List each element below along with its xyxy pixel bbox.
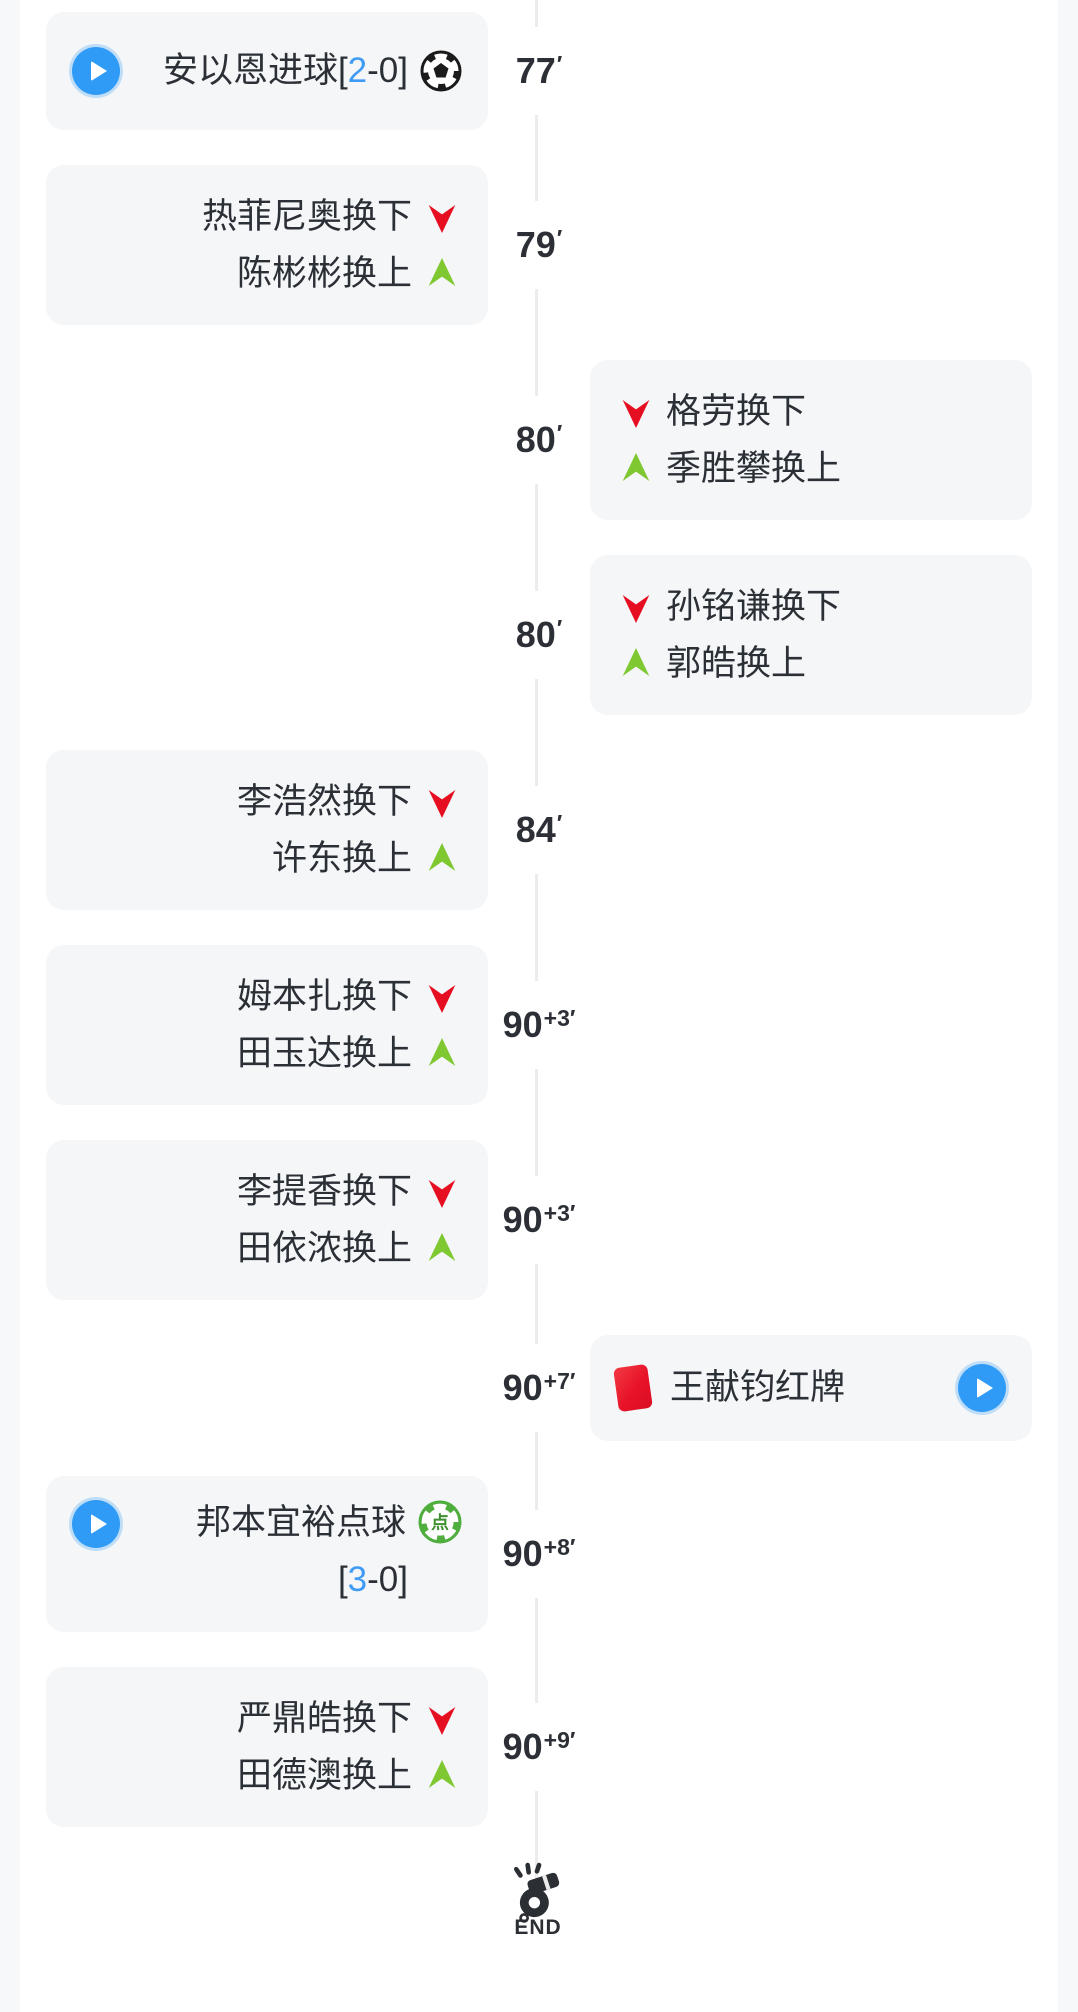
penalty-score: [3-0]: [337, 1560, 408, 1599]
play-icon: [976, 1378, 993, 1398]
arrow-up-icon: [428, 1232, 456, 1261]
player-out-label: 李提香换下: [236, 1172, 412, 1211]
player-in-label: 田依浓换上: [236, 1229, 412, 1268]
event-row-redcard-90p7: 90+7′ 王献钧红牌: [0, 1335, 1078, 1441]
event-row-sub-90p9: 严鼎皓换下 田德澳换上 90+9′: [0, 1667, 1078, 1827]
substitution-card: 严鼎皓换下 田德澳换上: [46, 1667, 488, 1827]
arrow-down-icon: [428, 1179, 456, 1208]
match-end-marker: END: [485, 1862, 591, 1940]
player-in-label: 郭皓换上: [666, 644, 807, 683]
event-row-sub-80b: 80′ 孙铭谦换下 郭皓换上: [0, 555, 1078, 715]
penalty-text: 邦本宜裕点球: [195, 1502, 406, 1542]
red-card-text: 王献钧红牌: [670, 1367, 846, 1407]
substitution-card: 孙铭谦换下 郭皓换上: [590, 555, 1032, 715]
play-icon: [90, 1514, 107, 1534]
left-edge-band: [0, 0, 20, 2012]
time-badge: 77′: [509, 27, 569, 115]
player-in-label: 田德澳换上: [236, 1756, 412, 1795]
goal-event-card: 安以恩进球[2-0]: [46, 12, 488, 130]
arrow-up-icon: [428, 1759, 456, 1788]
arrow-down-icon: [622, 399, 650, 428]
play-button[interactable]: [72, 47, 120, 95]
soccer-ball-icon: [420, 50, 462, 92]
event-row-sub-90p3a: 姆本扎换下 田玉达换上 90+3′: [0, 945, 1078, 1105]
end-label: END: [514, 1916, 562, 1939]
arrow-up-icon: [622, 452, 650, 481]
player-in-label: 季胜攀换上: [666, 449, 842, 488]
arrow-up-icon: [428, 842, 456, 871]
time-badge: 90+3′: [496, 1176, 582, 1264]
arrow-up-icon: [622, 647, 650, 676]
arrow-up-icon: [428, 1037, 456, 1066]
player-in-label: 许东换上: [271, 839, 412, 878]
penalty-ball-icon: 点: [418, 1500, 462, 1544]
svg-text:点: 点: [431, 1511, 449, 1532]
substitution-card: 热菲尼奥换下 陈彬彬换上: [46, 165, 488, 325]
substitution-card: 姆本扎换下 田玉达换上: [46, 945, 488, 1105]
substitution-card: 李浩然换下 许东换上: [46, 750, 488, 910]
player-out-label: 严鼎皓换下: [236, 1699, 412, 1738]
event-row-sub-79: 热菲尼奥换下 陈彬彬换上 79′: [0, 165, 1078, 325]
player-out-label: 热菲尼奥换下: [201, 197, 412, 236]
penalty-event-card: 邦本宜裕点球 点 [3-0]: [46, 1476, 488, 1632]
time-badge: 90+3′: [496, 981, 582, 1069]
time-badge: 90+9′: [496, 1703, 582, 1791]
event-row-sub-84: 李浩然换下 许东换上 84′: [0, 750, 1078, 910]
score-number: 2: [347, 50, 368, 90]
time-badge: 80′: [509, 591, 569, 679]
timeline-line: [535, 0, 538, 1882]
right-edge-band: [1058, 0, 1078, 2012]
event-row-penalty-90p8: 邦本宜裕点球 点 [3-0] 90+8′: [0, 1476, 1078, 1632]
arrow-down-icon: [428, 984, 456, 1013]
substitution-card: 李提香换下 田依浓换上: [46, 1140, 488, 1300]
arrow-up-icon: [428, 257, 456, 286]
goal-text: 安以恩进球[2-0]: [162, 50, 408, 90]
whistle-end-icon: [513, 1862, 560, 1923]
arrow-down-icon: [428, 789, 456, 818]
player-in-label: 陈彬彬换上: [236, 254, 412, 293]
event-row-sub-80a: 80′ 格劳换下 季胜攀换上: [0, 360, 1078, 520]
event-row-sub-90p3b: 李提香换下 田依浓换上 90+3′: [0, 1140, 1078, 1300]
time-badge: 80′: [509, 396, 569, 484]
time-badge: 90+8′: [496, 1510, 582, 1598]
time-badge: 79′: [509, 201, 569, 289]
red-card-event-card: 王献钧红牌: [590, 1335, 1032, 1441]
timeline-events: 安以恩进球[2-0] 77′ 热菲尼奥换下 陈彬彬换上 79′: [0, 12, 1078, 1940]
substitution-card: 格劳换下 季胜攀换上: [590, 360, 1032, 520]
play-button[interactable]: [958, 1364, 1006, 1412]
player-out-label: 格劳换下: [666, 392, 807, 431]
play-button[interactable]: [72, 1500, 120, 1548]
arrow-down-icon: [428, 204, 456, 233]
time-badge: 90+7′: [496, 1344, 582, 1432]
player-out-label: 李浩然换下: [236, 782, 412, 821]
arrow-down-icon: [428, 1706, 456, 1735]
arrow-down-icon: [622, 594, 650, 623]
score-number: 3: [347, 1560, 368, 1599]
play-icon: [90, 61, 107, 81]
red-card-icon: [613, 1363, 653, 1413]
time-badge: 84′: [509, 786, 569, 874]
player-in-label: 田玉达换上: [236, 1034, 412, 1073]
player-out-label: 姆本扎换下: [236, 977, 412, 1016]
player-out-label: 孙铭谦换下: [666, 587, 842, 626]
event-row-goal-77: 安以恩进球[2-0] 77′: [0, 12, 1078, 130]
